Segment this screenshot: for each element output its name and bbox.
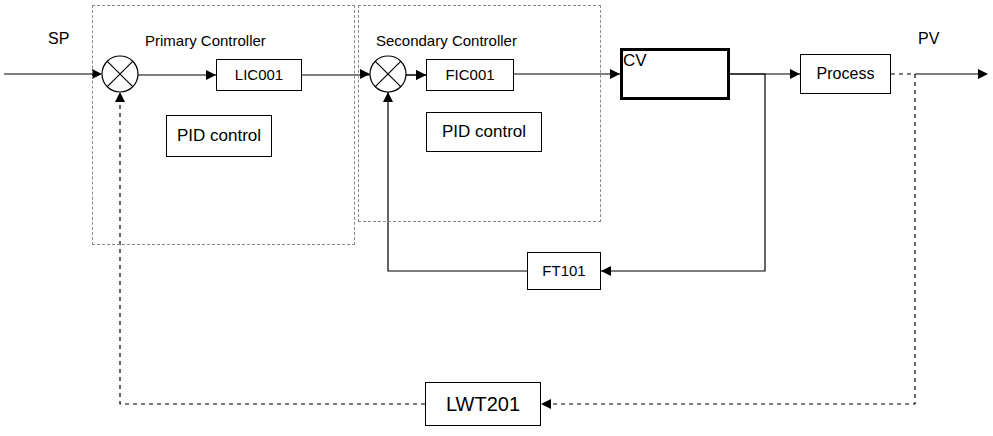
junction-cross <box>375 61 400 86</box>
signal-label: SP <box>48 30 69 48</box>
transmitter-box: LWT201 <box>425 382 541 426</box>
junction-cross <box>107 61 132 86</box>
valve-box: CV <box>620 48 730 100</box>
controller-box: LIC001 <box>216 59 302 91</box>
junction-circle <box>102 56 138 92</box>
junction-circle <box>370 56 406 92</box>
controller-group: Primary ControllerLIC001PID control <box>92 5 355 245</box>
junction-cross <box>107 61 132 86</box>
arrowhead <box>978 69 988 79</box>
box-label: Process <box>817 65 875 83</box>
signal-connector <box>388 75 527 271</box>
box-label: LIC001 <box>235 66 283 83</box>
connector-line <box>120 102 425 404</box>
connector-line <box>541 74 915 404</box>
arrowhead <box>383 92 393 102</box>
function-box: PID control <box>426 112 542 152</box>
summing-junction <box>102 56 138 92</box>
group-heading: Primary Controller <box>145 32 266 49</box>
group-heading: Secondary Controller <box>376 32 517 49</box>
signal-connector <box>120 75 425 404</box>
junction-cross <box>375 61 400 86</box>
arrowhead <box>360 69 370 79</box>
process-box: Process <box>800 54 891 94</box>
transmitter-box: FT101 <box>527 252 601 290</box>
arrowhead <box>115 92 125 102</box>
box-label: PID control <box>442 122 526 142</box>
box-label: CV <box>623 51 647 70</box>
box-label: FIC001 <box>445 66 494 83</box>
connector-line <box>388 75 527 271</box>
connector-line <box>138 74 216 75</box>
controller-group: Secondary ControllerFIC001PID control <box>358 5 601 222</box>
box-label: FT101 <box>542 262 585 279</box>
controller-box: FIC001 <box>426 59 514 91</box>
box-label: PID control <box>177 126 261 146</box>
connector-line <box>601 74 765 271</box>
signal-label: PV <box>918 30 939 48</box>
box-label: LWT201 <box>446 393 520 416</box>
output-line <box>915 73 980 74</box>
connector-line <box>514 73 620 74</box>
arrowhead <box>92 69 102 79</box>
edge-group <box>120 74 915 404</box>
setpoint-line <box>4 73 94 74</box>
summing-junction <box>370 56 406 92</box>
function-box: PID control <box>166 115 272 157</box>
signal-connector <box>514 74 620 75</box>
signal-connector <box>601 74 765 271</box>
signal-connector <box>541 74 915 404</box>
